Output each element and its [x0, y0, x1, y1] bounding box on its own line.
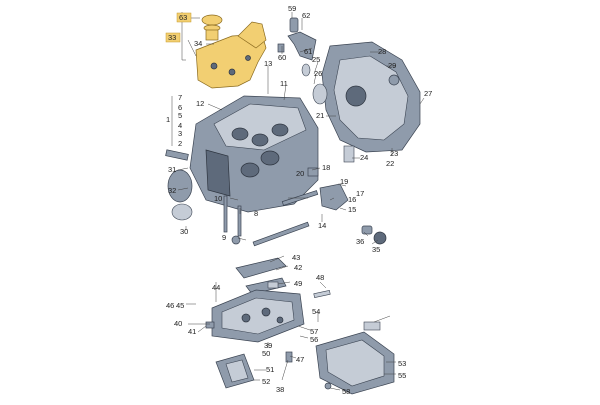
- oil-pan-lower: [315, 321, 395, 395]
- oil-pan-upper: [205, 289, 305, 343]
- callout-36: 36: [356, 237, 364, 246]
- callout-33: 33: [168, 33, 176, 42]
- callout-2: 2: [178, 139, 182, 148]
- callout-56: 56: [310, 335, 318, 344]
- callout-30: 30: [180, 227, 188, 236]
- callout-3: 3: [178, 129, 182, 138]
- callout-21: 21: [316, 111, 324, 120]
- callout-34: 34: [194, 39, 202, 48]
- callout-49: 49: [294, 279, 302, 288]
- callout-10: 10: [214, 194, 222, 203]
- callout-6: 6: [178, 103, 182, 112]
- callout-badge-63: [176, 12, 192, 23]
- middle-bearing-parts: [235, 257, 331, 298]
- callout-12: 12: [196, 99, 204, 108]
- callout-25: 25: [312, 55, 320, 64]
- callout-19: 19: [340, 177, 348, 186]
- callout-9: 9: [222, 233, 226, 242]
- callout-13: 13: [264, 59, 272, 68]
- callout-badge-33: [165, 32, 181, 43]
- callout-24: 24: [360, 153, 368, 162]
- callout-1: 1: [166, 115, 170, 124]
- callout-51: 51: [266, 365, 274, 374]
- callout-22: 22: [386, 159, 394, 168]
- callout-17: 17: [356, 189, 364, 198]
- callout-28: 28: [378, 47, 386, 56]
- callout-45: 45: [176, 301, 184, 310]
- callout-11: 11: [280, 79, 288, 88]
- callout-35: 35: [372, 245, 380, 254]
- callout-32: 32: [168, 186, 176, 195]
- callout-61: 61: [304, 47, 312, 56]
- oil-filter-housing-highlighted: [195, 14, 267, 89]
- callout-57: 57: [310, 327, 318, 336]
- left-cover: [165, 149, 193, 221]
- callout-40: 40: [174, 319, 182, 328]
- callout-63: 63: [179, 13, 187, 22]
- callout-20: 20: [296, 169, 304, 178]
- callout-27: 27: [424, 89, 432, 98]
- callout-5: 5: [178, 111, 182, 120]
- oil-strainer: [215, 351, 293, 389]
- callout-31: 31: [168, 165, 176, 174]
- callout-42: 42: [294, 263, 302, 272]
- callout-labels: 63 33 34 59 62 60 61 12 13 11 25 26 28 2…: [165, 4, 432, 396]
- callout-38: 38: [276, 385, 284, 394]
- callout-59: 59: [288, 4, 296, 13]
- callout-4: 4: [178, 121, 182, 130]
- callout-52: 52: [262, 377, 270, 386]
- callout-44: 44: [212, 283, 220, 292]
- engine-block: [189, 95, 319, 213]
- callout-39: 39: [264, 341, 272, 350]
- callout-16: 16: [348, 195, 356, 204]
- callout-23: 23: [390, 149, 398, 158]
- callout-26: 26: [314, 69, 322, 78]
- callout-18: 18: [322, 163, 330, 172]
- callout-54: 54: [312, 307, 320, 316]
- callout-62: 62: [302, 11, 310, 20]
- callout-55: 55: [398, 371, 406, 380]
- callout-29: 29: [388, 61, 396, 70]
- callout-58: 58: [342, 387, 350, 396]
- leader-lines: [171, 12, 425, 391]
- callout-50: 50: [262, 349, 270, 358]
- callout-8: 8: [254, 209, 258, 218]
- callout-47: 47: [296, 355, 304, 364]
- callout-7: 7: [178, 93, 182, 102]
- timing-cover-right: [301, 41, 421, 153]
- bracket-parts-top: [277, 17, 317, 61]
- callout-15: 15: [348, 205, 356, 214]
- plug-right: [361, 225, 387, 245]
- callout-53: 53: [398, 359, 406, 368]
- callout-14: 14: [318, 221, 326, 230]
- callout-60: 60: [278, 53, 286, 62]
- callout-46: 46: [166, 301, 174, 310]
- callout-41: 41: [188, 327, 196, 336]
- bolts-and-rods: [223, 195, 310, 247]
- callout-43: 43: [292, 253, 300, 262]
- callout-48: 48: [316, 273, 324, 282]
